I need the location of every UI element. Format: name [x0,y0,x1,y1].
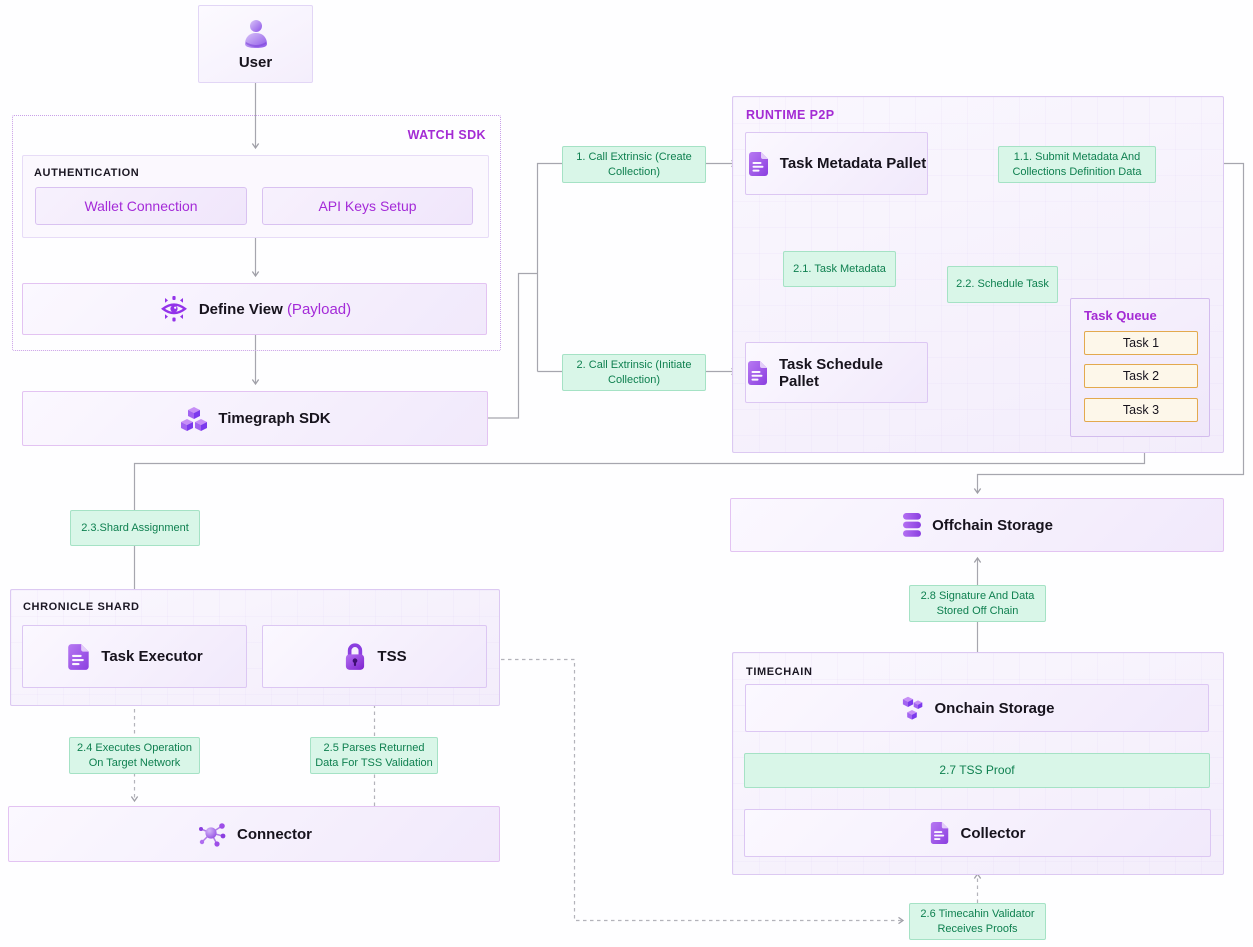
wallet-connection-chip: Wallet Connection [35,187,247,225]
node-task-executor: Task Executor [22,625,247,688]
edge-label-text: 1. Call Extrinsic (Create Collection) [576,150,692,178]
connector-label: Connector [237,825,312,843]
edge-label-text: 2. Call Extrinsic (Initiate Collection) [576,358,692,386]
edge-label-2-1-task-metadata: 2.1. Task Metadata [783,251,896,287]
node-tss: TSS [262,625,487,688]
edge-label-text: 2.4 Executes Operation On Target Network [77,741,192,769]
molecule-icon [196,819,228,849]
user-icon [241,18,271,50]
define-view-payload-text: (Payload) [286,300,352,318]
lock-icon [342,642,368,672]
onchain-cubes-icon [899,695,925,721]
task-queue-item: Task 1 [1084,331,1198,355]
api-keys-label: API Keys Setup [318,198,417,214]
task-executor-label: Task Executor [101,648,203,665]
edge-label-2-3-shard-assignment: 2.3.Shard Assignment [70,510,200,546]
node-task-metadata-pallet: Task Metadata Pallet [745,132,928,195]
node-user: User [198,5,313,83]
authentication-label: AUTHENTICATION [34,167,140,179]
chronicle-shard-label: CHRONICLE SHARD [23,601,140,613]
document-icon [746,360,770,386]
task-2-label: Task 2 [1122,369,1160,383]
define-view-text: Define View [198,300,283,318]
eye-icon [158,295,190,323]
onchain-storage-label: Onchain Storage [934,699,1055,717]
edge-label-text: 2.1. Task Metadata [793,262,886,275]
edge-label-2-7-tss-proof: 2.7 TSS Proof [744,753,1210,788]
node-offchain-storage: Offchain Storage [730,498,1224,552]
edge-label-2-5-parses-returned: 2.5 Parses Returned Data For TSS Validat… [310,737,438,774]
edge-label-text: 2.5 Parses Returned Data For TSS Validat… [315,741,433,769]
task-queue-panel: Task Queue Task 1 Task 2 Task 3 [1070,298,1210,437]
edge-label-2-call-extrinsic-initiate: 2. Call Extrinsic (Initiate Collection) [562,354,706,391]
task-queue-label: Task Queue [1084,308,1157,323]
watch-sdk-label: WATCH SDK [407,128,486,142]
offchain-storage-label: Offchain Storage [932,516,1053,534]
edge-label-2-6-timechain-validator: 2.6 Timecahin Validator Receives Proofs [909,903,1046,940]
document-icon [66,643,92,671]
edge-label-text: 2.8 Signature And Data Stored Off Chain [920,589,1035,617]
edge-label-2-8-signature-data: 2.8 Signature And Data Stored Off Chain [909,585,1046,622]
edge-label-2-2-schedule-task: 2.2. Schedule Task [947,266,1058,303]
task-queue-item: Task 2 [1084,364,1198,388]
api-keys-chip: API Keys Setup [262,187,473,225]
node-onchain-storage: Onchain Storage [745,684,1209,732]
database-icon [901,511,923,539]
edge-label-text: 2.7 TSS Proof [939,762,1015,777]
node-collector: Collector [744,809,1211,857]
edge-label-text: 1.1. Submit Metadata And Collections Def… [1012,150,1142,178]
task-schedule-pallet-label: Task Schedule Pallet [779,355,883,390]
collector-label: Collector [960,824,1026,842]
user-label: User [238,53,273,71]
task-1-label: Task 1 [1122,336,1160,350]
timechain-label: TIMECHAIN [746,666,813,678]
node-timegraph-sdk: Timegraph SDK [22,391,488,446]
define-view-label: Define View (Payload) [199,301,351,318]
runtime-p2p-label: RUNTIME P2P [746,108,835,122]
watch-sdk-container: WATCH SDK [12,115,501,351]
wallet-connection-label: Wallet Connection [84,198,198,214]
task-queue-item: Task 3 [1084,398,1198,422]
task-metadata-pallet-label: Task Metadata Pallet [779,155,927,172]
edge-label-1-1-submit-metadata: 1.1. Submit Metadata And Collections Def… [998,146,1156,183]
edge-label-1-call-extrinsic-create: 1. Call Extrinsic (Create Collection) [562,146,706,183]
edge-label-text: 2.2. Schedule Task [956,278,1049,291]
document-icon [747,151,771,177]
edge-label-text: 2.3.Shard Assignment [81,521,189,534]
edge-label-2-4-executes-operation: 2.4 Executes Operation On Target Network [69,737,200,774]
document-icon [929,821,951,845]
node-define-view: Define View (Payload) [22,283,487,335]
task-3-label: Task 3 [1122,403,1160,417]
node-connector: Connector [8,806,500,862]
tss-label: TSS [377,648,407,665]
timegraph-sdk-label: Timegraph SDK [218,410,331,427]
node-task-schedule-pallet: Task Schedule Pallet [745,342,928,403]
cubes-icon [179,404,209,434]
edge-label-text: 2.6 Timecahin Validator Receives Proofs [920,907,1035,935]
